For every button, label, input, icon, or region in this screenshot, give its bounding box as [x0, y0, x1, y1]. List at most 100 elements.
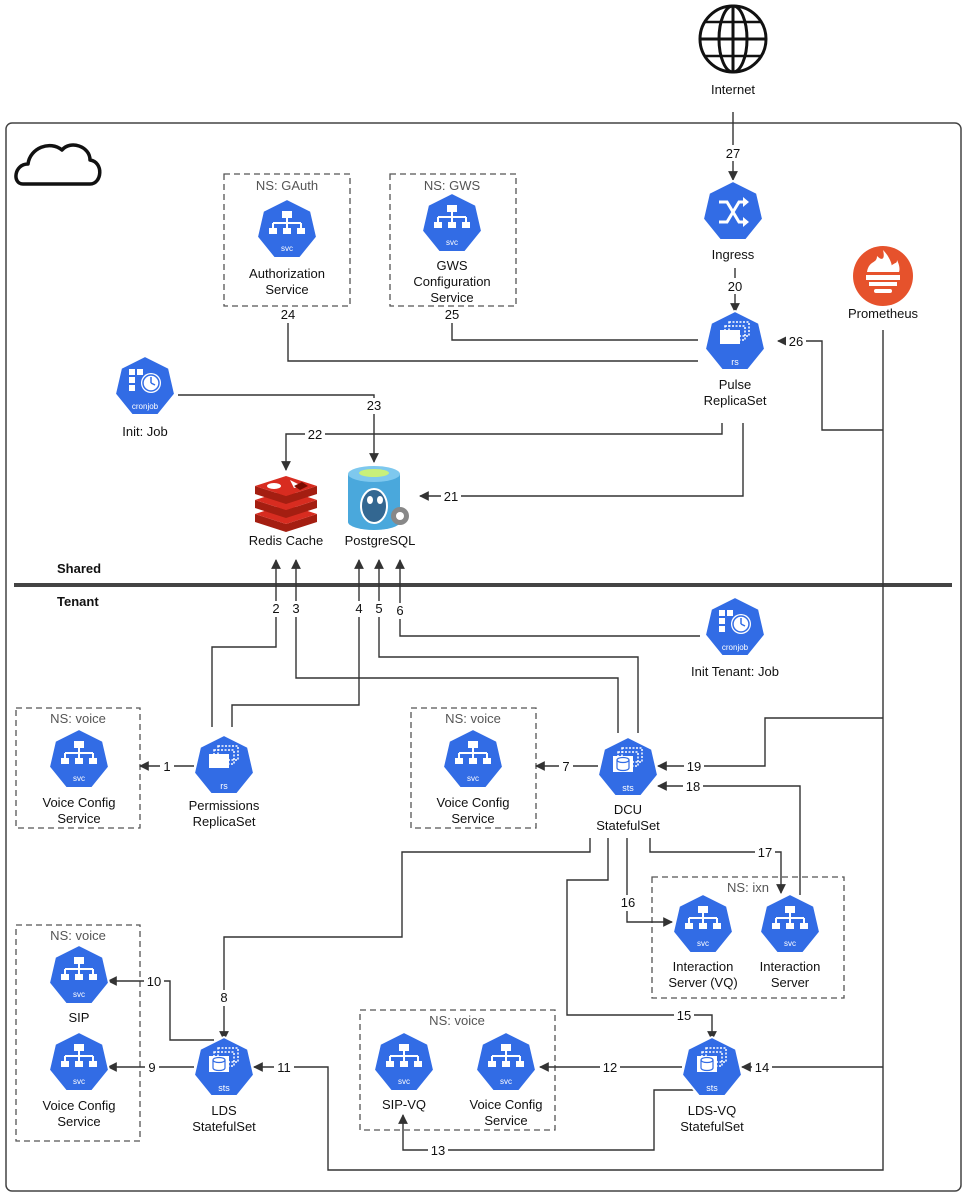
edge-label-5: 5	[375, 601, 382, 616]
edge-label-11: 11	[277, 1060, 291, 1075]
voice-config-service-icon-2: svc	[442, 728, 504, 789]
ns-gws-box	[389, 173, 517, 307]
edge-10	[107, 976, 214, 1041]
edge-26	[253, 330, 884, 1171]
svg-text:sts: sts	[622, 783, 634, 793]
lds-statefulset-icon: sts	[193, 1036, 255, 1097]
lds-vq-statefulset-label: LDS-VQ StatefulSet	[680, 1103, 744, 1134]
edge-label-8: 8	[220, 990, 227, 1005]
edge-15	[566, 838, 717, 1041]
edge-label-25: 25	[445, 307, 459, 322]
svg-text:sts: sts	[706, 1083, 718, 1093]
init-job-icon: cronjob	[114, 355, 176, 416]
svg-text:svc: svc	[73, 990, 85, 999]
edge-label-12: 12	[603, 1060, 617, 1075]
ns-voice-label-3: NS: voice	[50, 928, 106, 943]
edge-25	[451, 318, 698, 341]
interaction-server-icon: svc	[759, 893, 821, 954]
permissions-replicaset-icon: rs	[193, 734, 255, 795]
svg-text:svc: svc	[697, 939, 709, 948]
svg-text:sts: sts	[218, 1083, 230, 1093]
edge-16	[626, 838, 673, 927]
svg-text:svc: svc	[73, 774, 85, 783]
edge-label-10: 10	[147, 974, 161, 989]
edge-label-21: 21	[444, 489, 458, 504]
edge-label-14: 14	[755, 1060, 769, 1075]
postgresql-label: PostgreSQL	[344, 533, 416, 548]
edge-8	[219, 838, 591, 1041]
voice-config-service-icon-3: svc	[48, 1031, 110, 1092]
ns-ixn-label: NS: ixn	[727, 880, 769, 895]
edge-19	[657, 717, 883, 771]
interaction-server-label: Interaction Server	[759, 959, 821, 990]
edge-label-20: 20	[728, 279, 742, 294]
edge-label-17: 17	[758, 845, 772, 860]
postgresql-icon	[348, 466, 409, 530]
edge-13	[398, 1089, 696, 1151]
shared-section-label: Shared	[57, 561, 102, 576]
svg-text:rs: rs	[220, 781, 228, 791]
edge-21	[419, 423, 744, 501]
edge-24	[287, 318, 698, 362]
tenant-section-label: Tenant	[57, 594, 99, 609]
voice-config-service-label-2: Voice Config Service	[436, 795, 510, 826]
edge-3	[291, 559, 619, 733]
gws-config-service-label: GWS Configuration Service	[413, 258, 491, 305]
edge-label-13: 13	[431, 1143, 445, 1158]
gws-service-icon: svc	[421, 192, 483, 253]
interaction-server-vq-label: Interaction Server (VQ)	[668, 959, 738, 990]
edge-label-19: 19	[687, 759, 701, 774]
ns-ixn-box	[651, 876, 845, 999]
svg-text:svc: svc	[398, 1077, 410, 1086]
ns-gauth-box	[223, 173, 351, 307]
edge-label-9: 9	[148, 1060, 155, 1075]
prometheus-icon	[853, 246, 913, 306]
edge-label-22: 22	[308, 427, 322, 442]
ns-voice-label-1: NS: voice	[50, 711, 106, 726]
ingress-label: Ingress	[711, 247, 755, 262]
edge-label-24: 24	[281, 307, 295, 322]
sip-label: SIP	[68, 1010, 90, 1025]
cloud-icon	[14, 143, 102, 186]
edge-17	[649, 838, 786, 894]
permissions-replicaset-label: Permissions ReplicaSet	[188, 798, 260, 829]
svg-text:rs: rs	[731, 357, 739, 367]
edge-label-18: 18	[686, 779, 700, 794]
svg-text:svc: svc	[784, 939, 796, 948]
interaction-server-vq-icon: svc	[672, 893, 734, 954]
voice-config-service-icon-4: svc	[475, 1031, 537, 1092]
edge-label-23: 23	[367, 398, 381, 413]
svg-text:cronjob: cronjob	[132, 402, 159, 411]
sip-vq-label: SIP-VQ	[381, 1097, 427, 1112]
voice-config-service-label-4: Voice Config Service	[469, 1097, 543, 1128]
edge-23	[178, 394, 379, 463]
ingress-icon	[702, 180, 764, 241]
edge-label-26: 26	[789, 334, 803, 349]
ns-voice-label-2: NS: voice	[445, 711, 501, 726]
edge-label-27: 27	[726, 146, 740, 161]
svg-text:svc: svc	[281, 244, 293, 253]
ns-voice-box-3	[15, 924, 141, 1142]
edge-4	[231, 559, 364, 727]
voice-config-service-label-3: Voice Config Service	[42, 1098, 116, 1129]
edge-label-16: 16	[621, 895, 635, 910]
edge-label-2: 2	[272, 601, 279, 616]
svg-text:svc: svc	[467, 774, 479, 783]
pulse-replicaset-label: Pulse ReplicaSet	[703, 377, 767, 408]
prometheus-label: Prometheus	[847, 306, 919, 321]
ns-voice-box-4	[359, 1009, 556, 1131]
auth-service-label: Authorization Service	[249, 266, 325, 297]
edge-label-15: 15	[677, 1008, 691, 1023]
internet-label: Internet	[710, 82, 756, 97]
redis-icon	[255, 476, 317, 532]
edge-label-3: 3	[292, 601, 299, 616]
voice-config-service-icon-1: svc	[48, 728, 110, 789]
cluster-frame	[5, 122, 962, 1192]
edge-label-4: 4	[355, 601, 362, 616]
edge-label-1: 1	[163, 759, 170, 774]
redis-cache-label: Redis Cache	[248, 533, 324, 548]
init-job-label: Init: Job	[122, 424, 168, 439]
init-tenant-job-icon: cronjob	[704, 596, 766, 657]
pulse-replicaset-icon: rs	[704, 310, 766, 371]
lds-statefulset-label: LDS StatefulSet	[192, 1103, 256, 1134]
